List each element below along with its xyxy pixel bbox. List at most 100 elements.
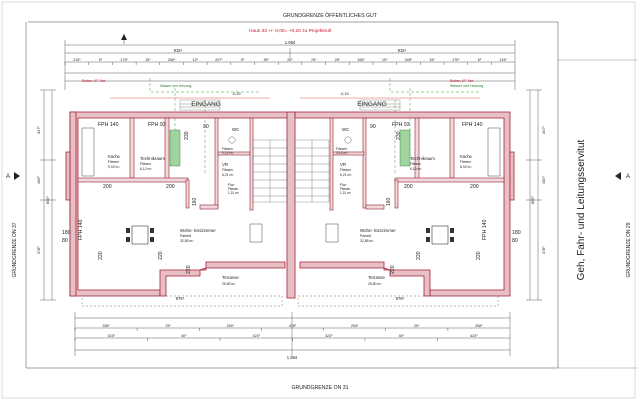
utility-note-right-green: Wasser und Heizung [450, 84, 483, 88]
left-vr-area: 6,21 m² [222, 173, 234, 177]
right-wc-floor: Fliesen [336, 147, 347, 151]
right-vr-name: VR [340, 162, 346, 167]
right-flur-name: Flur [340, 183, 347, 187]
right-opening-3: 200 [470, 184, 479, 190]
right-wc-area: 2,12 m² [336, 151, 348, 155]
left-living-name: Wohn- Esszimmer [180, 228, 216, 233]
dim-right-4: 800⁰ [531, 196, 535, 204]
left-entrance-label: EINGANG [191, 101, 221, 108]
right-kitchen-floor: Fliesen [460, 160, 471, 164]
right-level: -0,15 [340, 92, 349, 96]
dim-bottom-row2-6: 423⁰ [470, 334, 478, 338]
left-opening-9: 220 [158, 251, 164, 260]
dim-right-2: 400⁰ [542, 176, 546, 184]
dim-top-row-8: 5⁰ [241, 58, 245, 62]
dim-top-row-17: 175⁰ [452, 58, 460, 62]
dim-bottom-row1-7: 258⁰ [475, 324, 483, 328]
dim-bottom-row1-6: 25⁰ [414, 324, 420, 328]
dim-top-row-19: 215⁰ [499, 58, 507, 62]
terrace-left-edge [81, 295, 283, 307]
project-height-note: Haus 33 +/- 0,00= +0,20 zu Projektnull [249, 28, 331, 34]
right-terrace-name: Terrasse [368, 275, 385, 280]
dim-top-row-16: 15⁰ [429, 58, 435, 62]
right-opening-6: 80 [512, 238, 518, 244]
left-living-area: 32,85 m² [180, 239, 194, 243]
left-fph-3: FPH 140 [78, 219, 84, 240]
kitchen-counter-left [81, 127, 95, 177]
party-wall [286, 111, 296, 299]
left-terrace-area: 25,80 m² [222, 282, 236, 286]
cabinet-left [249, 223, 263, 243]
dim-top-row-15: 245⁰ [405, 58, 413, 62]
dim-bottom-row2-3: 423⁰ [253, 334, 261, 338]
dim-top-row-5: 250⁰ [168, 58, 176, 62]
dining-table-left [126, 225, 154, 245]
left-level: -0,15 [232, 92, 241, 96]
dim-bottom-row2-2: 40⁰ [181, 334, 187, 338]
right-opening-1: 90 [370, 124, 376, 130]
right-vr-area: 6,21 m² [340, 173, 352, 177]
terrace-right-edge [297, 295, 499, 307]
dim-bottom-row1-4: 476⁰ [289, 324, 297, 328]
tech-equipment-right [399, 129, 411, 167]
dim-top-row-6: 12⁵ [193, 58, 199, 62]
left-opening-2: 230 [184, 131, 190, 140]
servitude-label: Geh, Fahr- und Leitungsservitut [576, 139, 587, 280]
dim-left-2: 400⁰ [37, 176, 41, 184]
right-living-floor: Parkett [360, 234, 371, 238]
dim-top-row-11: 76⁰ [311, 58, 317, 62]
wc-toilet-left [228, 136, 236, 144]
left-tech-name: Technikraum [140, 156, 165, 161]
boundary-bottom-label: GRUNDGRENZE ON 31 [291, 385, 348, 391]
right-opening-2: 230 [396, 131, 402, 140]
dim-bottom-row1-3: 254⁰ [227, 324, 235, 328]
left-vr-name: VR [222, 162, 228, 167]
left-kitchen-floor: Fliesen [108, 160, 119, 164]
dim-bottom-row1-5: 254⁰ [351, 324, 359, 328]
left-kitchen-name: Küche [108, 154, 121, 159]
left-opening-5: 180 [62, 230, 71, 236]
dim-left-1: 347⁵ [37, 126, 41, 134]
left-flur-area: 1,31 m² [228, 191, 239, 195]
wc-toilet-right [344, 136, 352, 144]
left-wc-floor: Fliesen [222, 147, 233, 151]
section-label-right: A [626, 174, 630, 180]
dining-table-right [426, 225, 454, 245]
left-opening-3: 200 [103, 184, 112, 190]
right-opening-7: 160 [386, 197, 392, 206]
right-fph-2: FPH 93 [392, 122, 410, 128]
right-wc-name: WC [342, 127, 349, 132]
boundary-top-label: GRUNDGRENZE ÖFFENTLICHES GUT [283, 12, 378, 19]
dim-top-row-9: 90⁰ [264, 58, 270, 62]
dim-bottom-left-span: 975⁵ [176, 296, 185, 301]
dim-top-row-2: 5⁰ [99, 58, 103, 62]
left-wc-name: WC [232, 127, 239, 132]
right-dimension-chain [526, 89, 542, 301]
right-vr-floor: Fliesen [340, 168, 351, 172]
dim-top-row-12: 25⁰ [335, 58, 341, 62]
dim-bottom-overall: 1.984 [287, 355, 298, 360]
left-vr-floor: Fliesen [222, 168, 233, 172]
left-flur-name: Flur [228, 183, 235, 187]
left-fph-1: FPH 140 [98, 122, 119, 128]
left-unit-walls [65, 111, 291, 297]
left-opening-4: 200 [166, 184, 175, 190]
utility-note-left: Boden 10° Not [82, 79, 105, 83]
north-marker [121, 34, 127, 44]
left-tech-area: 6,12 m² [140, 167, 152, 171]
right-kitchen-name: Küche [460, 154, 473, 159]
dim-bottom-row1-2: 25⁰ [165, 324, 171, 328]
right-opening-8: 220 [476, 251, 482, 260]
dim-top-overall: 1.984 [285, 40, 296, 45]
right-opening-10: 220 [390, 265, 396, 274]
left-flur-floor: Fliesen [228, 187, 239, 191]
right-living-area: 32,85 m² [360, 239, 374, 243]
dim-top-row-14: 15⁰ [382, 58, 388, 62]
dim-top-row-10: 25⁰ [287, 58, 293, 62]
right-opening-5: 180 [512, 230, 521, 236]
entrance-left [179, 99, 221, 111]
dim-top-row-13: 165⁰ [357, 58, 365, 62]
